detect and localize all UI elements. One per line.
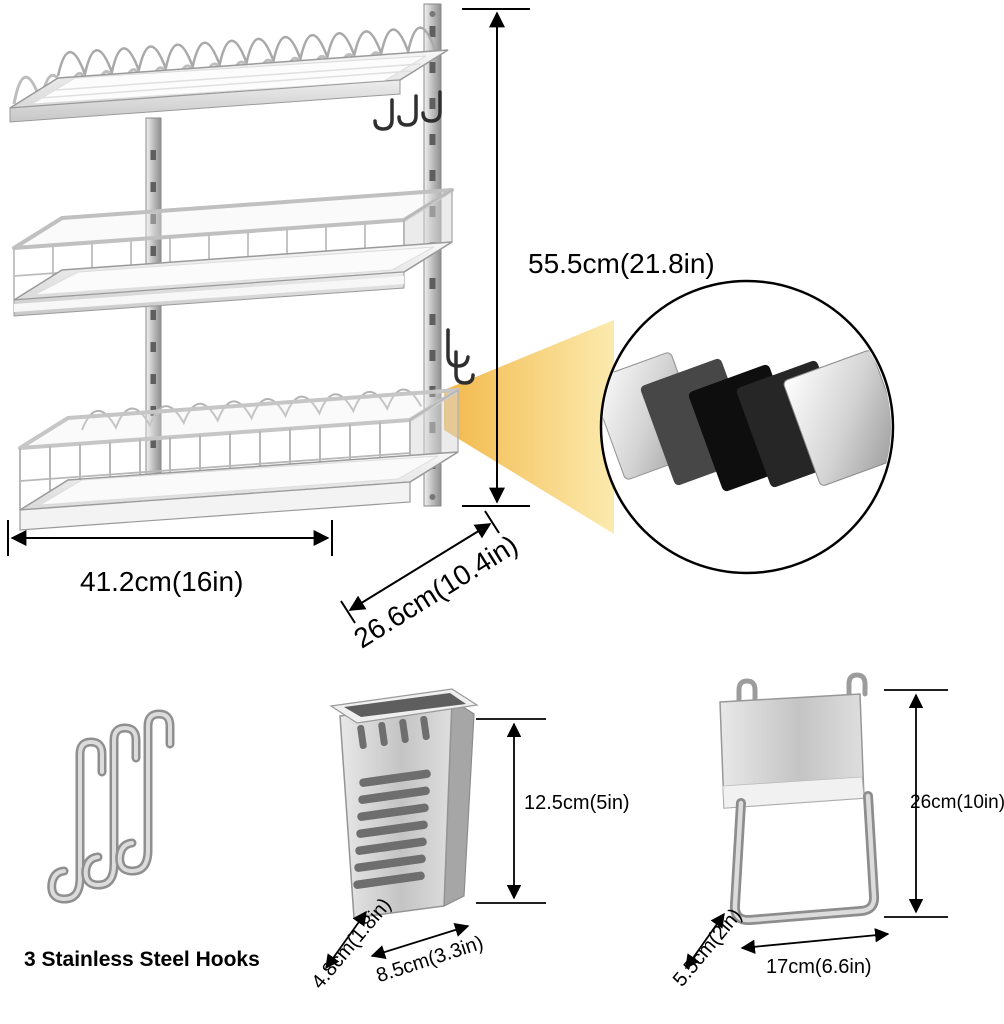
- utensil-height-label: 12.5cm(5in): [524, 792, 630, 814]
- rack-height-label: 55.5cm(21.8in): [528, 248, 715, 279]
- board-height-dimension-line: [884, 689, 948, 918]
- board-depth-dimension-line: [685, 912, 725, 970]
- rack-tier-top: [9, 26, 449, 123]
- board-width-label: 17cm(6.6in): [766, 956, 872, 978]
- hooks-label: 3 Stainless Steel Hooks: [24, 948, 260, 971]
- height-dimension-line: [462, 8, 530, 507]
- hook-3: [115, 709, 175, 876]
- hook-1: [47, 737, 107, 904]
- utensil-width-dimension-line: [370, 922, 470, 960]
- magnifier-beam: [444, 320, 614, 534]
- utensil-holder-illustration: [329, 688, 479, 919]
- depth-dimension-line: [340, 510, 500, 624]
- rack-tier-bottom: [18, 388, 460, 531]
- utensil-depth-dimension-line: [325, 910, 367, 970]
- board-height-label: 26cm(10in): [910, 792, 1004, 813]
- board-holder-illustration: [719, 672, 880, 926]
- stainless-hooks-illustration: [47, 709, 175, 904]
- width-dimension-line: [7, 520, 333, 556]
- board-width-dimension-line: [740, 928, 890, 954]
- rack-width-label: 41.2cm(16in): [80, 566, 244, 597]
- rack-tier-middle: [12, 188, 454, 317]
- hook-2: [81, 723, 141, 890]
- rail-hooks: [373, 90, 475, 385]
- material-magnifier: [599, 279, 895, 575]
- utensil-height-dimension-line: [476, 718, 546, 904]
